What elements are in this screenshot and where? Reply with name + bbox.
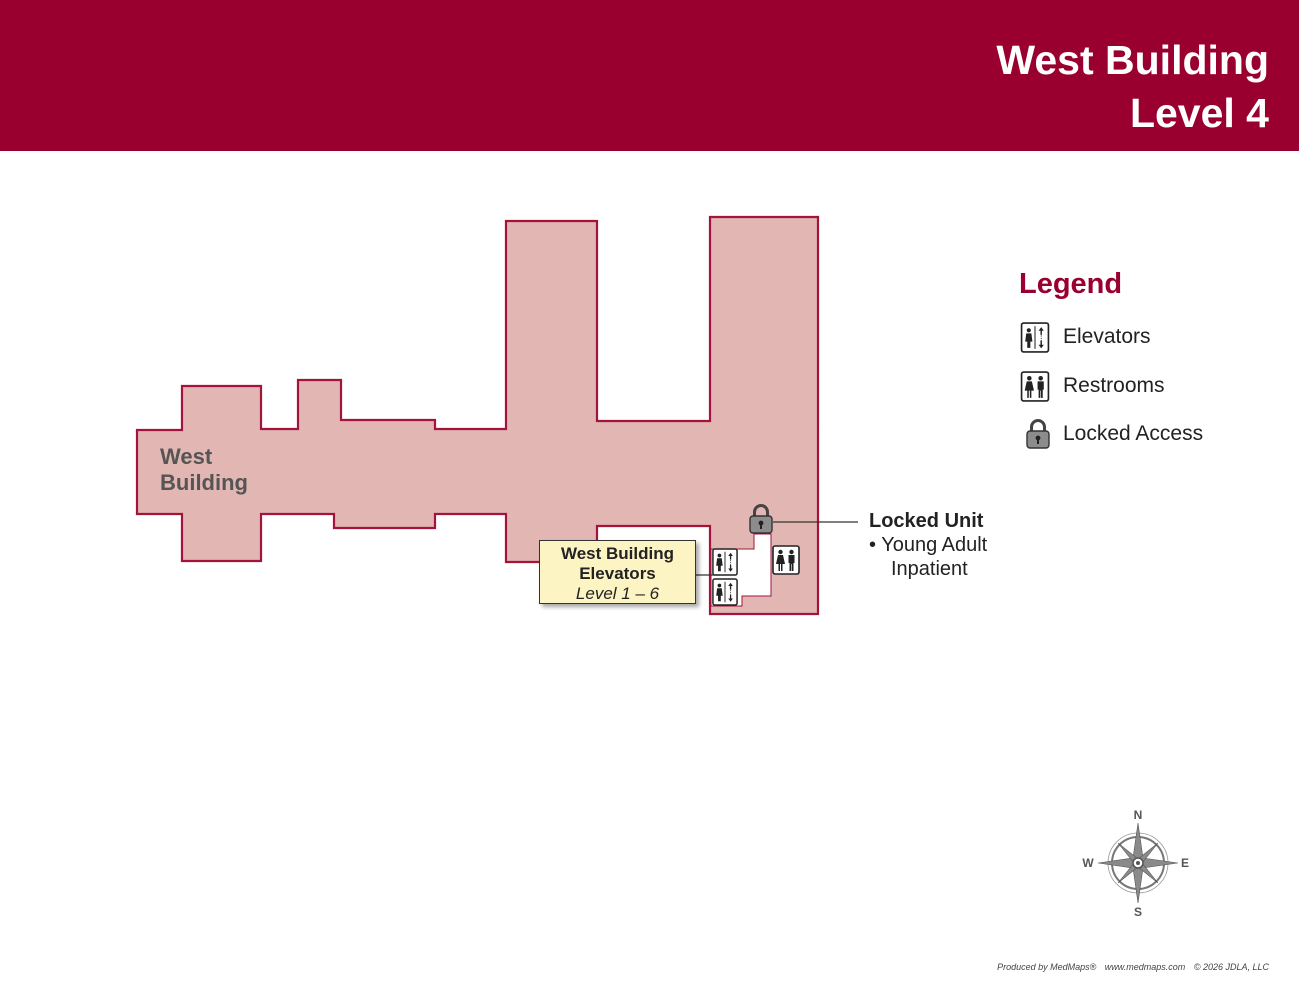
building-label-line1: West <box>160 444 213 469</box>
footer-credits: Produced by MedMaps® www.medmaps.com © 2… <box>991 962 1269 972</box>
legend-label-elevators: Elevators <box>1063 325 1151 348</box>
legend: Legend Elevators Restrooms Locked Access <box>1019 265 1203 450</box>
compass-e: E <box>1181 856 1189 870</box>
restroom-icon <box>1020 371 1050 402</box>
elevator-callout-title2: Elevators <box>579 564 656 583</box>
legend-title: Legend <box>1019 268 1123 300</box>
locked-unit-label: Locked Unit • Young Adult Inpatient <box>869 509 987 581</box>
footer-produced-by: Produced by MedMaps® <box>997 962 1097 972</box>
legend-label-locked-access: Locked Access <box>1063 422 1204 445</box>
title-building: West Building <box>996 37 1269 83</box>
title-level: Level 4 <box>1129 90 1269 136</box>
compass-w: W <box>1082 856 1094 870</box>
legend-item-elevators: Elevators <box>1019 320 1259 354</box>
elevator-icon <box>712 578 738 606</box>
building-label-line2: Building <box>160 470 248 495</box>
header-banner: West Building Level 4 <box>0 0 1299 151</box>
compass-rose-icon: N S E W <box>1082 808 1189 919</box>
elevator-callout-title1: West Building <box>560 544 674 563</box>
elevator-callout-levels: Level 1 – 6 <box>575 584 660 603</box>
legend-item-restrooms: Restrooms <box>1019 369 1259 403</box>
elevator-icon <box>712 548 738 576</box>
elevator-icon <box>1020 322 1050 353</box>
compass-s: S <box>1134 905 1142 919</box>
legend-item-locked-access: Locked Access <box>1019 417 1259 451</box>
building-outline <box>135 215 820 616</box>
restroom-icon <box>772 545 800 575</box>
locked-unit-item-cont: Inpatient <box>891 558 968 580</box>
compass-n: N <box>1134 808 1143 822</box>
elevator-callout: West Building Elevators Level 1 – 6 <box>539 540 696 604</box>
footer-copyright: © 2026 JDLA, LLC <box>1193 962 1269 972</box>
building-label: West Building <box>160 444 248 496</box>
footer-url: www.medmaps.com <box>1104 962 1186 972</box>
legend-label-restrooms: Restrooms <box>1063 374 1165 397</box>
locked-unit-title: Locked Unit <box>869 510 984 532</box>
lock-icon <box>1025 419 1051 450</box>
page-title: West Building Level 4 <box>996 34 1269 140</box>
locked-unit-item: • Young Adult <box>869 534 988 556</box>
